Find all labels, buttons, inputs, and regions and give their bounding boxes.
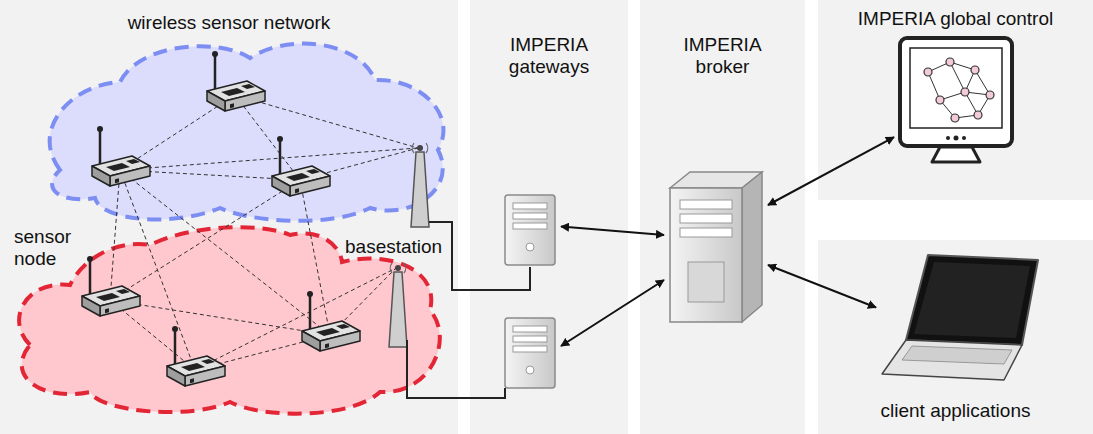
client-panel: client applications [818, 240, 1093, 434]
panel-title: IMPERIA global control [826, 8, 1086, 30]
control-panel: IMPERIA global control [818, 0, 1093, 200]
panel-title: client applications [826, 400, 1086, 422]
link-arrow [561, 280, 664, 346]
blue-cloud [50, 44, 444, 221]
part-label: basestation [345, 236, 442, 258]
broker-panel: IMPERIA broker [640, 0, 805, 434]
part-label: sensor node [14, 226, 94, 270]
panel-title: IMPERIA broker [663, 34, 783, 78]
panel-title: wireless sensor network [9, 12, 449, 34]
panel-title: IMPERIA gateways [489, 34, 609, 78]
link-arrow [768, 265, 876, 308]
gateway-panel: IMPERIA gateways [470, 0, 628, 434]
network-panel: wireless sensor network [0, 0, 458, 434]
link-arrow [561, 227, 664, 236]
link-arrow [768, 137, 894, 205]
